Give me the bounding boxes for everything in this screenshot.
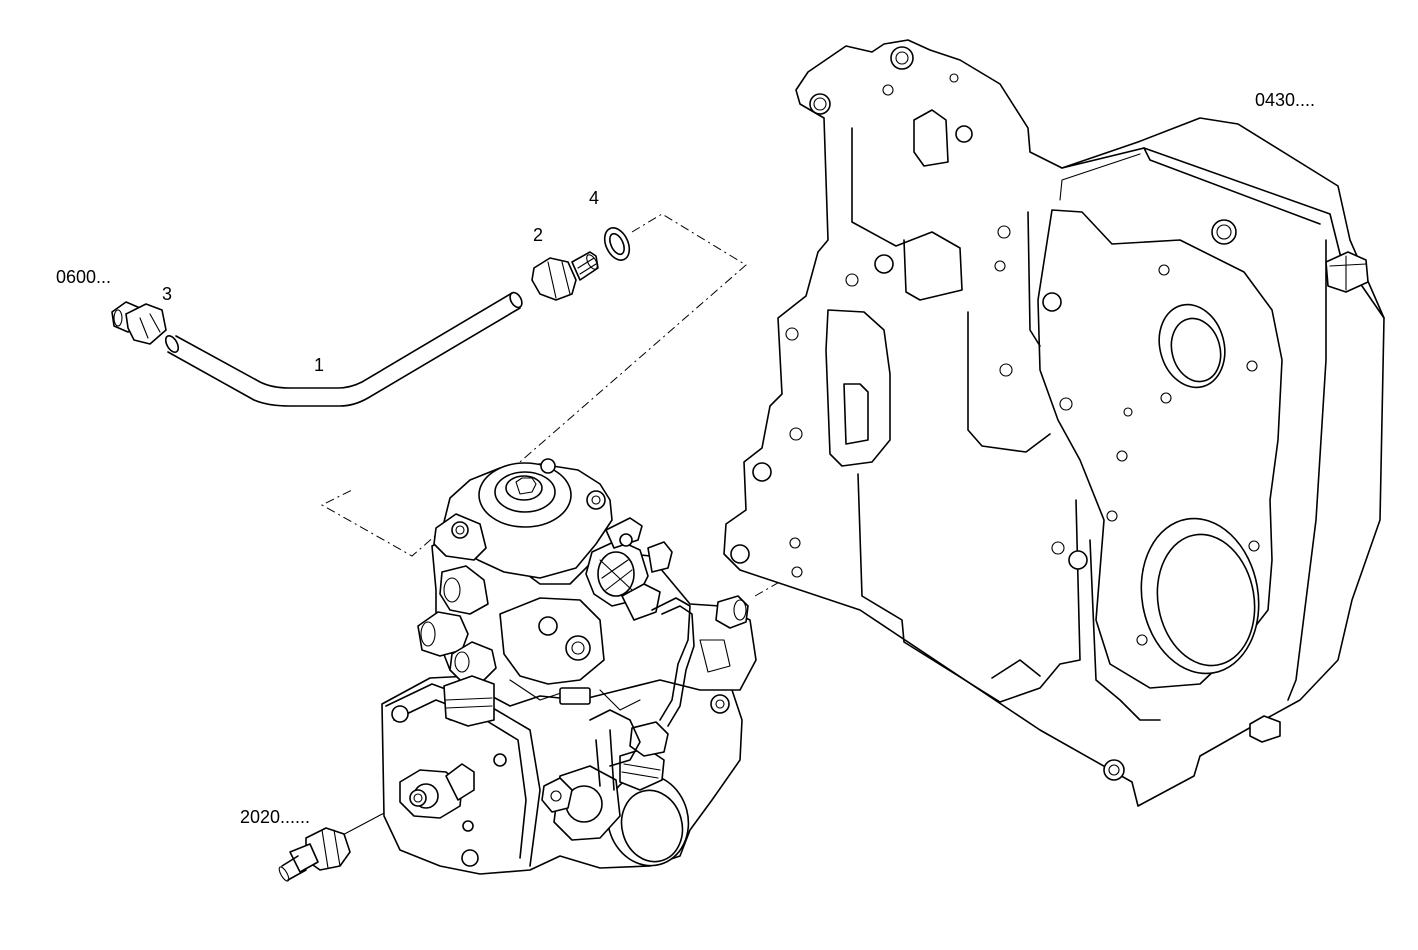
gear-housing-0430 [723,39,1385,807]
callout-part-3: 3 [162,284,173,304]
callout-ref-0600: 0600... [56,267,112,287]
callout-part-1: 1 [314,355,325,375]
callout-part-2: 2 [533,225,544,245]
injection-pump [381,458,757,875]
sensor-2020 [278,827,351,882]
plug-part-3 [111,301,167,345]
callout-ref-2020: 2020...... [240,807,311,827]
washer-part-4 [603,227,631,261]
callout-part-4: 4 [589,188,600,208]
fitting-part-2 [531,251,599,301]
callout-ref-0430: 0430.... [1255,90,1316,110]
pipe-part-1 [164,291,523,407]
